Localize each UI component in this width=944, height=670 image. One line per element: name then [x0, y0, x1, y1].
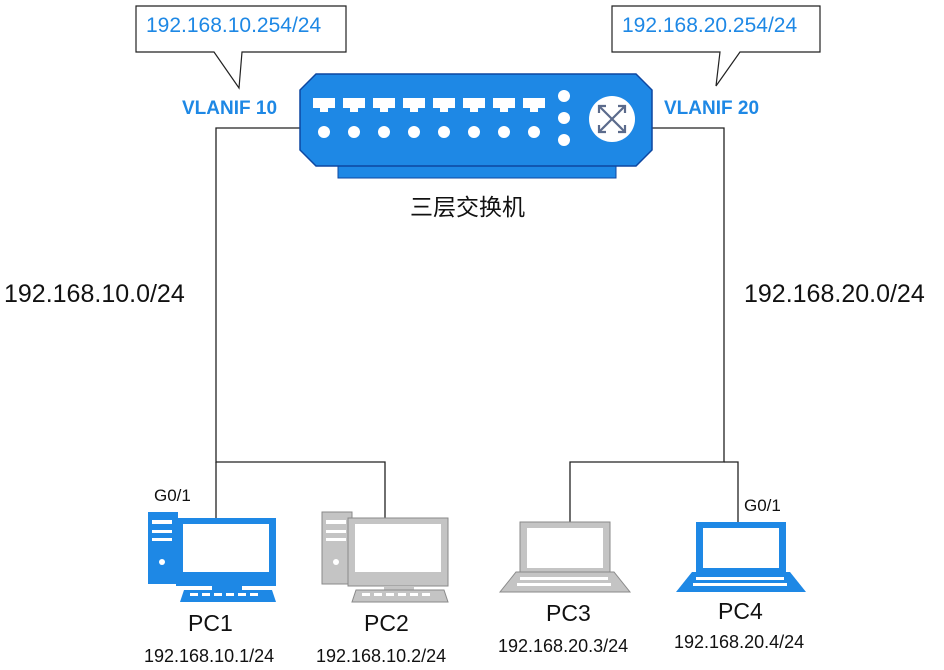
port-label-pc1: G0/1: [154, 486, 191, 505]
pc1-name: PC1: [188, 610, 233, 636]
callout-left-ip: 192.168.10.254/24: [146, 14, 322, 37]
pc3-laptop-icon: [498, 521, 632, 593]
callout-right: [611, 5, 821, 87]
vlanif-10-label: VLANIF 10: [182, 98, 278, 119]
pc1-desktop-icon: [148, 512, 276, 602]
subnet-right: 192.168.20.0/24: [744, 280, 925, 308]
pc2-desktop-icon: [321, 511, 449, 603]
pc2-name: PC2: [364, 610, 409, 636]
switch-status-leds: [558, 90, 570, 146]
callout-right-ip: 192.168.20.254/24: [622, 14, 798, 37]
port-label-pc4: G0/1: [744, 496, 781, 515]
switch-leds-bottom: [318, 126, 540, 138]
pc4-ip: 192.168.20.4/24: [674, 632, 805, 652]
link-switch-left-segment: [215, 127, 386, 520]
vlanif-20-label: VLANIF 20: [664, 98, 760, 119]
pc1-ip: 192.168.10.1/24: [144, 646, 275, 666]
link-switch-right-segment: [569, 127, 725, 522]
callout-left: [135, 5, 347, 90]
pc4-laptop-icon: [676, 522, 806, 592]
switch-name: 三层交换机: [410, 195, 525, 221]
connection-lines: [215, 127, 739, 522]
switch-ports-top: [313, 98, 545, 112]
subnet-left: 192.168.10.0/24: [4, 280, 185, 308]
pc3-ip: 192.168.20.3/24: [498, 636, 629, 656]
pc4-name: PC4: [718, 598, 763, 624]
pc3-name: PC3: [546, 600, 591, 626]
link-pc4: [724, 461, 739, 522]
pc2-ip: 192.168.10.2/24: [316, 646, 447, 666]
router-cross-arrows-icon: [589, 96, 635, 142]
layer3-switch-icon: [299, 73, 653, 179]
